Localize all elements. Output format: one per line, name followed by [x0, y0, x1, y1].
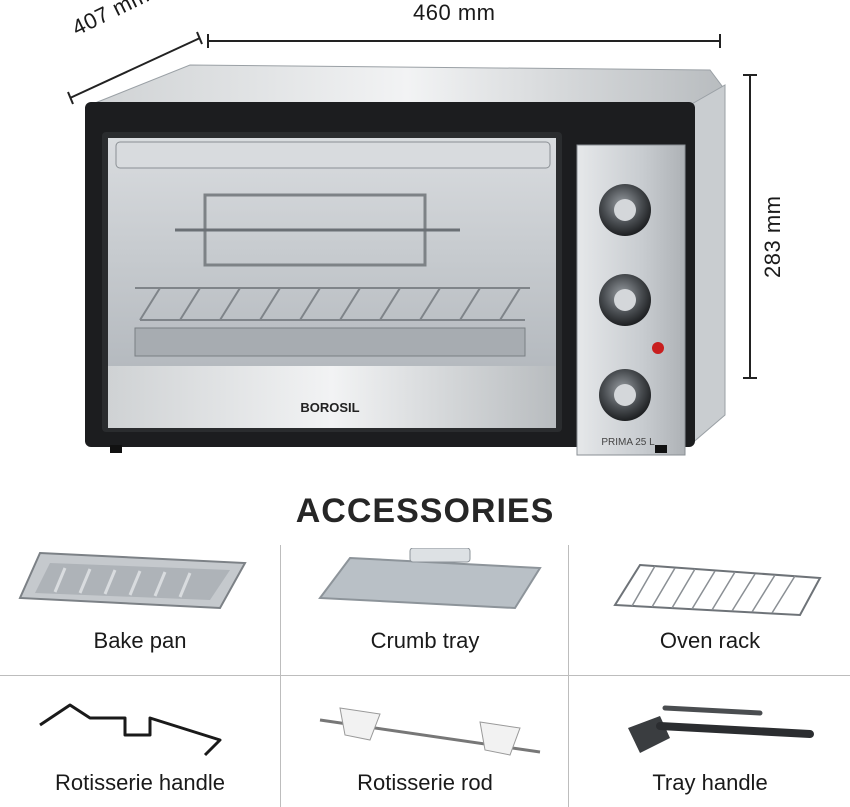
dimension-lines: [67, 31, 757, 379]
accessory-label-crumb-tray: Crumb tray: [370, 628, 480, 653]
crumb-tray-image: [318, 548, 542, 610]
accessory-label-bake-pan: Bake pan: [93, 628, 187, 653]
power-indicator-light: [652, 342, 664, 354]
oven-rack-image: [613, 563, 822, 617]
tray-handle-image: [628, 705, 814, 753]
accessory-label-rotisserie-handle: Rotisserie handle: [55, 770, 225, 795]
accessory-label-oven-rack: Oven rack: [659, 628, 761, 653]
width-dimension-label: 460 mm: [413, 0, 496, 25]
brand-logo: BOROSIL: [300, 400, 359, 415]
oven-image: BOROSIL PRIMA 25 L: [85, 64, 726, 456]
rotisserie-rod-image: [319, 707, 541, 756]
grid-divider: [568, 545, 569, 807]
grid-divider: [0, 675, 850, 676]
bake-pan-image: [18, 551, 247, 610]
depth-dimension-line: [69, 37, 201, 99]
accessory-label-rotisserie-rod: Rotisserie rod: [357, 770, 493, 795]
accessory-label-tray-handle: Tray handle: [652, 770, 768, 795]
rotisserie-handle-image: [39, 703, 222, 757]
model-name: PRIMA 25 L: [601, 437, 655, 448]
accessories-heading: ACCESSORIES: [295, 492, 555, 530]
grid-divider: [280, 545, 281, 807]
